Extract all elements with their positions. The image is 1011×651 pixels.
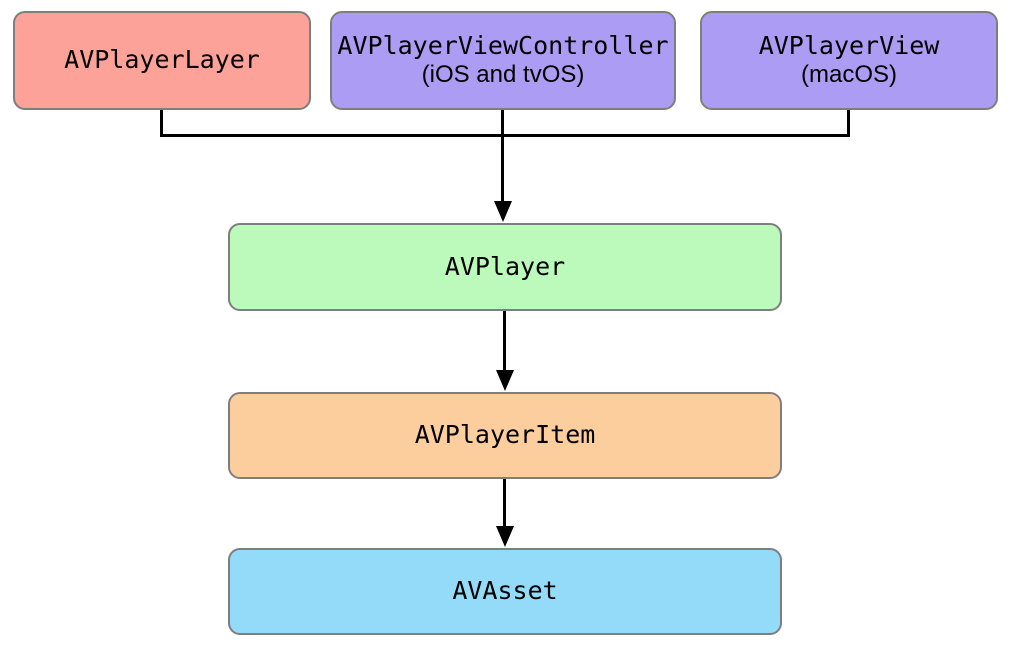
connector-left-vertical — [160, 110, 163, 137]
node-avplayer-label: AVPlayer — [444, 251, 566, 281]
connector-avplayer-to-avplayeritem — [503, 311, 506, 371]
connector-horizontal-bus — [160, 134, 850, 137]
node-avplayerviewcontroller-sublabel: (iOS and tvOS) — [421, 61, 585, 89]
node-avasset-label: AVAsset — [452, 576, 558, 606]
node-avplayeritem-label: AVPlayerItem — [414, 420, 596, 450]
node-avasset: AVAsset — [228, 548, 782, 635]
connector-avplayeritem-to-avasset — [503, 479, 506, 527]
node-avplayerview-sublabel: (macOS) — [801, 61, 897, 89]
node-avplayerlayer: AVPlayerLayer — [13, 11, 311, 110]
connector-middle-vertical — [501, 110, 504, 202]
node-avplayerview: AVPlayerView (macOS) — [700, 11, 998, 110]
node-avplayerlayer-label: AVPlayerLayer — [64, 45, 260, 75]
node-avplayer: AVPlayer — [228, 223, 782, 311]
node-avplayerviewcontroller: AVPlayerViewController (iOS and tvOS) — [330, 11, 676, 110]
arrowhead-to-avplayeritem — [496, 370, 514, 391]
connector-right-vertical — [847, 110, 850, 137]
arrowhead-to-avplayer — [494, 201, 512, 222]
node-avplayerviewcontroller-label: AVPlayerViewController — [337, 31, 669, 61]
arrowhead-to-avasset — [496, 526, 514, 547]
node-avplayerview-label: AVPlayerView — [758, 31, 940, 61]
node-avplayeritem: AVPlayerItem — [228, 392, 782, 479]
